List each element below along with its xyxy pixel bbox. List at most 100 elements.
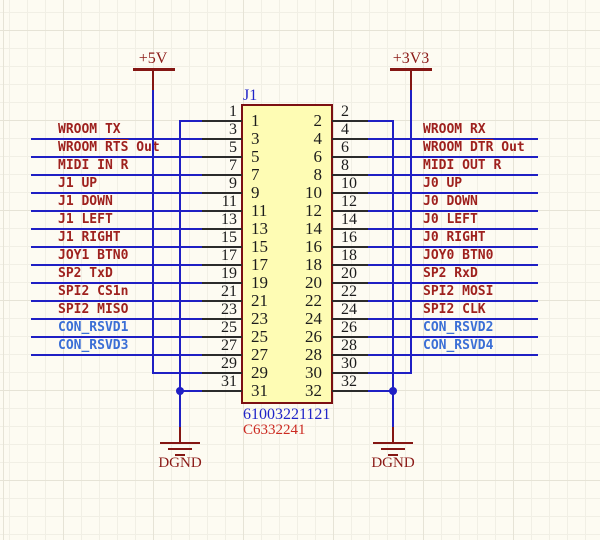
pin-stub-right[interactable] <box>332 282 368 284</box>
pin-stub-left[interactable] <box>202 210 242 212</box>
wire-pin29[interactable] <box>153 372 202 374</box>
pin-stub-left[interactable] <box>202 300 242 302</box>
pin-stub-left[interactable] <box>202 120 242 122</box>
pin-stub-left[interactable] <box>202 228 242 230</box>
net-label-j1-left[interactable]: J1 LEFT <box>58 212 113 227</box>
connector-designator[interactable]: J1 <box>243 87 258 104</box>
net-wire-left[interactable] <box>31 192 202 194</box>
connector-part-number[interactable]: C6332241 <box>243 422 306 438</box>
pin-stub-right[interactable] <box>332 390 368 392</box>
net-label-j0-right[interactable]: J0 RIGHT <box>423 230 486 245</box>
pin-stub-left[interactable] <box>202 264 242 266</box>
net-label-spi2-clk[interactable]: SPI2 CLK <box>423 302 486 317</box>
ground-bar-icon[interactable] <box>373 442 413 444</box>
ground-left-label[interactable]: DGND <box>158 455 202 471</box>
power-flag-3v3-label[interactable]: +3V3 <box>392 50 430 67</box>
pin-stub-left[interactable] <box>202 372 242 374</box>
net-wire-right[interactable] <box>368 300 538 302</box>
net-label-midi-in-r[interactable]: MIDI IN R <box>58 158 129 173</box>
net-label-con-rsvd3[interactable]: CON_RSVD3 <box>58 338 129 353</box>
pin-stub-left[interactable] <box>202 138 242 140</box>
power-flag-3v3-stub[interactable] <box>410 70 412 91</box>
net-wire-right[interactable] <box>368 264 538 266</box>
net-wire-left[interactable] <box>31 210 202 212</box>
net-wire-left[interactable] <box>31 264 202 266</box>
net-wire-right[interactable] <box>368 336 538 338</box>
net-wire-right[interactable] <box>368 282 538 284</box>
ground-bar-icon[interactable] <box>168 448 192 450</box>
pin-stub-left[interactable] <box>202 336 242 338</box>
connector-body[interactable] <box>241 104 333 404</box>
ground-stub-icon[interactable] <box>392 427 394 444</box>
net-wire-left[interactable] <box>31 300 202 302</box>
wire-pin30[interactable] <box>368 372 412 374</box>
wire-pin31[interactable] <box>180 390 202 392</box>
pin-stub-right[interactable] <box>332 174 368 176</box>
net-label-wroom-rts-out[interactable]: WROOM RTS Out <box>58 140 160 155</box>
net-wire-right[interactable] <box>368 318 538 320</box>
net-label-j1-up[interactable]: J1 UP <box>58 176 98 191</box>
net-label-sp2-rxd[interactable]: SP2 RxD <box>423 266 478 281</box>
pin-stub-right[interactable] <box>332 138 368 140</box>
ground-right-label[interactable]: DGND <box>371 455 415 471</box>
pin-stub-right[interactable] <box>332 156 368 158</box>
pin-stub-left[interactable] <box>202 390 242 392</box>
pin-stub-left[interactable] <box>202 318 242 320</box>
connector-footprint-number[interactable]: 61003221121 <box>243 406 331 423</box>
pin-stub-left[interactable] <box>202 156 242 158</box>
pin-stub-right[interactable] <box>332 354 368 356</box>
net-label-sp2-txd[interactable]: SP2 TxD <box>58 266 113 281</box>
net-label-spi2-cs1n[interactable]: SPI2 CS1n <box>58 284 129 299</box>
pin-stub-right[interactable] <box>332 228 368 230</box>
net-label-spi2-mosi[interactable]: SPI2 MOSI <box>423 284 494 299</box>
wire-pin2[interactable] <box>368 120 394 122</box>
wire-pin1[interactable] <box>179 120 202 122</box>
net-label-wroom-tx[interactable]: WROOM TX <box>58 122 121 137</box>
net-wire-left[interactable] <box>31 246 202 248</box>
wire-3v3-rail[interactable] <box>410 90 412 374</box>
net-label-j0-down[interactable]: J0 DOWN <box>423 194 478 209</box>
pin-stub-right[interactable] <box>332 120 368 122</box>
net-wire-left[interactable] <box>31 156 202 158</box>
net-label-con-rsvd4[interactable]: CON_RSVD4 <box>423 338 494 353</box>
ground-stub-icon[interactable] <box>179 427 181 444</box>
net-label-midi-out-r[interactable]: MIDI OUT R <box>423 158 502 173</box>
pin-stub-right[interactable] <box>332 192 368 194</box>
net-wire-right[interactable] <box>368 210 538 212</box>
wire-pin2-to-gnd[interactable] <box>392 121 394 427</box>
pin-stub-left[interactable] <box>202 354 242 356</box>
net-wire-right[interactable] <box>368 174 538 176</box>
net-label-wroom-rx[interactable]: WROOM RX <box>423 122 486 137</box>
pin-stub-right[interactable] <box>332 210 368 212</box>
net-wire-right[interactable] <box>368 246 538 248</box>
net-label-wroom-dtr-out[interactable]: WROOM DTR Out <box>423 140 525 155</box>
net-wire-left[interactable] <box>31 138 202 140</box>
pin-stub-right[interactable] <box>332 300 368 302</box>
net-wire-right[interactable] <box>368 354 538 356</box>
net-wire-right[interactable] <box>368 138 538 140</box>
ground-bar-icon[interactable] <box>381 448 405 450</box>
net-wire-right[interactable] <box>368 228 538 230</box>
net-wire-left[interactable] <box>31 336 202 338</box>
net-label-j1-right[interactable]: J1 RIGHT <box>58 230 121 245</box>
wire-pin32[interactable] <box>368 390 393 392</box>
net-wire-left[interactable] <box>31 318 202 320</box>
net-label-j0-left[interactable]: J0 LEFT <box>423 212 478 227</box>
net-label-j0-up[interactable]: J0 UP <box>423 176 463 191</box>
pin-stub-right[interactable] <box>332 264 368 266</box>
pin-stub-left[interactable] <box>202 174 242 176</box>
ground-bar-icon[interactable] <box>175 454 185 456</box>
wire-5v-rail[interactable] <box>152 90 154 374</box>
wire-pin1-to-gnd[interactable] <box>179 121 181 427</box>
net-label-j1-down[interactable]: J1 DOWN <box>58 194 113 209</box>
pin-stub-right[interactable] <box>332 318 368 320</box>
pin-stub-right[interactable] <box>332 336 368 338</box>
power-flag-5v-label[interactable]: +5V <box>138 50 168 67</box>
net-wire-left[interactable] <box>31 228 202 230</box>
pin-stub-right[interactable] <box>332 246 368 248</box>
net-label-con-rsvd1[interactable]: CON_RSVD1 <box>58 320 129 335</box>
power-flag-3v3-bar[interactable] <box>390 68 432 71</box>
net-label-con-rsvd2[interactable]: CON_RSVD2 <box>423 320 494 335</box>
net-wire-left[interactable] <box>31 174 202 176</box>
net-label-spi2-miso[interactable]: SPI2 MISO <box>58 302 129 317</box>
